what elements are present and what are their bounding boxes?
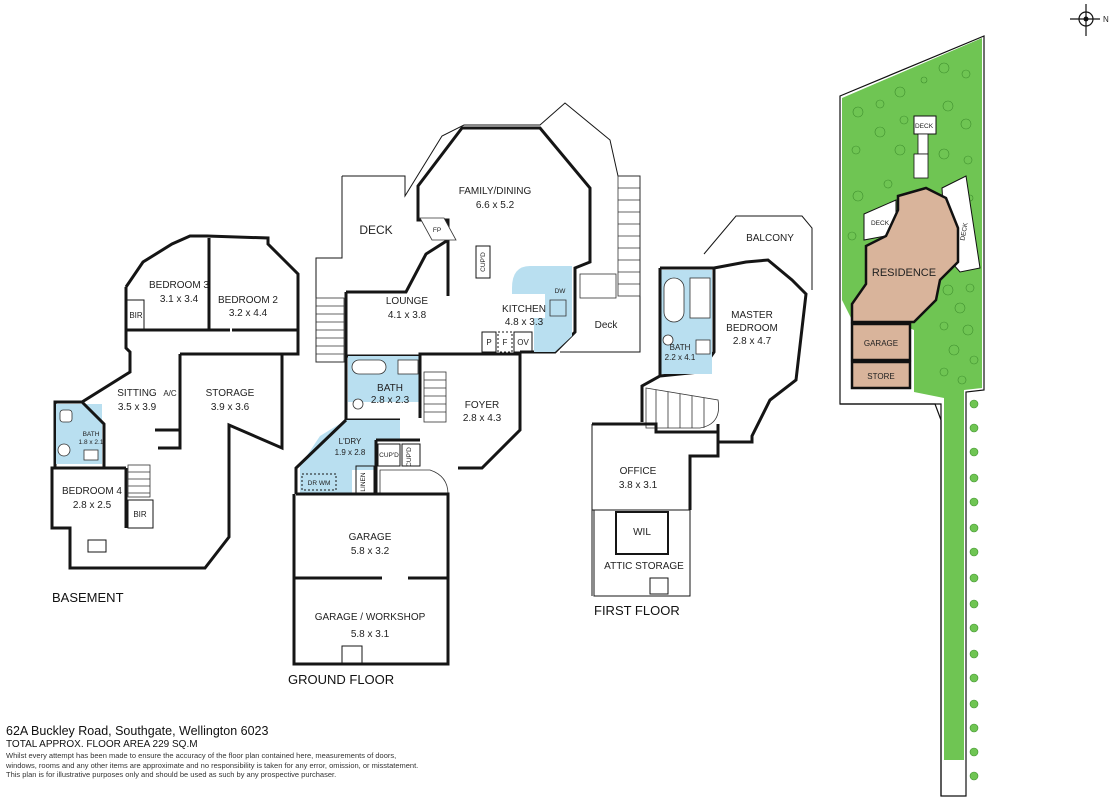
bedroom3-size: 3.1 x 3.4 <box>160 294 199 305</box>
bedroom4-label: BEDROOM 4 <box>62 486 122 497</box>
bath-ground-size: 2.8 x 2.3 <box>371 395 410 406</box>
dw-label: DW <box>555 288 567 295</box>
total-area: TOTAL APPROX. FLOOR AREA 229 SQ.M <box>6 739 198 750</box>
ground-floor-labels: DECK FAMILY/DINING 6.6 x 5.2 FP CUP'D LO… <box>288 186 618 687</box>
trees <box>847 62 979 781</box>
fridge-label: F <box>503 338 508 347</box>
pantry-label: P <box>486 338 491 347</box>
dryer-washer-label: DR WM <box>308 480 331 487</box>
foyer-size: 2.8 x 4.3 <box>463 413 502 424</box>
office-label: OFFICE <box>620 466 657 477</box>
sitting-label: SITTING <box>117 388 157 399</box>
family-dining-size: 6.6 x 5.2 <box>476 200 515 211</box>
site-deck-right-label: DECK <box>960 222 970 242</box>
bir-label: BIR <box>129 311 143 320</box>
basement-title: BASEMENT <box>52 590 124 605</box>
ground-floor-plan <box>292 102 641 666</box>
bedroom2-label: BEDROOM 2 <box>218 295 278 306</box>
ac-label: A/C <box>163 389 177 398</box>
first-floor-plan <box>591 215 813 597</box>
bath-basement-size: 1.8 x 2.1 <box>79 439 104 446</box>
wil-label: WIL <box>633 527 651 538</box>
fp-label: FP <box>433 227 441 234</box>
deck-small-label: Deck <box>595 320 619 331</box>
cupd2-label: CUP'D <box>379 452 399 459</box>
office-size: 3.8 x 3.1 <box>619 480 658 491</box>
lounge-size: 4.1 x 3.8 <box>388 310 427 321</box>
footer: 62A Buckley Road, Southgate, Wellington … <box>6 724 566 780</box>
kitchen-label: KITCHEN <box>502 304 546 315</box>
site-deck-top-label: DECK <box>915 123 934 130</box>
address: 62A Buckley Road, Southgate, Wellington … <box>6 724 269 738</box>
oven-label: OV <box>517 338 529 347</box>
attic-label: ATTIC STORAGE <box>604 561 684 572</box>
compass-icon: N <box>1070 4 1109 36</box>
first-floor-title: FIRST FLOOR <box>594 603 680 618</box>
garage-workshop-label: GARAGE / WORKSHOP <box>315 612 426 623</box>
disclaimer-line-3: This plan is for illustrative purposes o… <box>6 770 337 779</box>
laundry-label: L'DRY <box>339 437 362 446</box>
bath-first-label: BATH <box>670 343 691 352</box>
bir2-label: BIR <box>133 510 147 519</box>
lounge-label: LOUNGE <box>386 296 429 307</box>
laundry-size: 1.9 x 2.8 <box>335 448 366 457</box>
family-dining-label: FAMILY/DINING <box>459 186 532 197</box>
first-floor-labels: BALCONY MASTER BEDROOM 2.8 x 4.7 BATH 2.… <box>594 233 794 618</box>
north-label: N <box>1103 15 1109 24</box>
master-label-2: BEDROOM <box>726 323 778 334</box>
master-label-1: MASTER <box>731 310 773 321</box>
balcony-label: BALCONY <box>746 233 794 244</box>
site-plan: N DECK <box>839 4 1109 797</box>
kitchen-size: 4.8 x 3.3 <box>505 317 544 328</box>
master-size: 2.8 x 4.7 <box>733 336 772 347</box>
garage-size: 5.8 x 3.2 <box>351 546 390 557</box>
linen-label: LINEN <box>360 472 367 491</box>
sitting-size: 3.5 x 3.9 <box>118 402 157 413</box>
residence-label: RESIDENCE <box>872 267 936 279</box>
bath-first-size: 2.2 x 4.1 <box>665 353 696 362</box>
ground-floor-title: GROUND FLOOR <box>288 672 394 687</box>
bath-basement-label: BATH <box>83 431 100 438</box>
bath-ground-label: BATH <box>377 383 403 394</box>
storage-label: STORAGE <box>206 388 255 399</box>
deck-label: DECK <box>359 223 392 237</box>
basement-plan <box>50 234 300 570</box>
disclaimer-line-2: windows, rooms and any other items are a… <box>6 760 419 770</box>
site-garage-label: GARAGE <box>864 339 898 348</box>
bedroom2-size: 3.2 x 4.4 <box>229 308 268 319</box>
bedroom4-size: 2.8 x 2.5 <box>73 500 112 511</box>
site-store-label: STORE <box>867 372 894 381</box>
site-deck-left-label: DECK <box>871 220 890 227</box>
disclaimer-line-1: Whilst every attempt has been made to en… <box>6 751 397 760</box>
garage-workshop-size: 5.8 x 3.1 <box>351 629 390 640</box>
basement-labels: BEDROOM 3 3.1 x 3.4 BEDROOM 2 3.2 x 4.4 … <box>52 280 278 605</box>
storage-size: 3.9 x 3.6 <box>211 402 250 413</box>
foyer-label: FOYER <box>465 400 499 411</box>
garage-label: GARAGE <box>349 532 392 543</box>
cupd-label: CUP'D <box>480 252 487 272</box>
bedroom3-label: BEDROOM 3 <box>149 280 209 291</box>
cupd3-label: CUP'D <box>406 447 413 467</box>
